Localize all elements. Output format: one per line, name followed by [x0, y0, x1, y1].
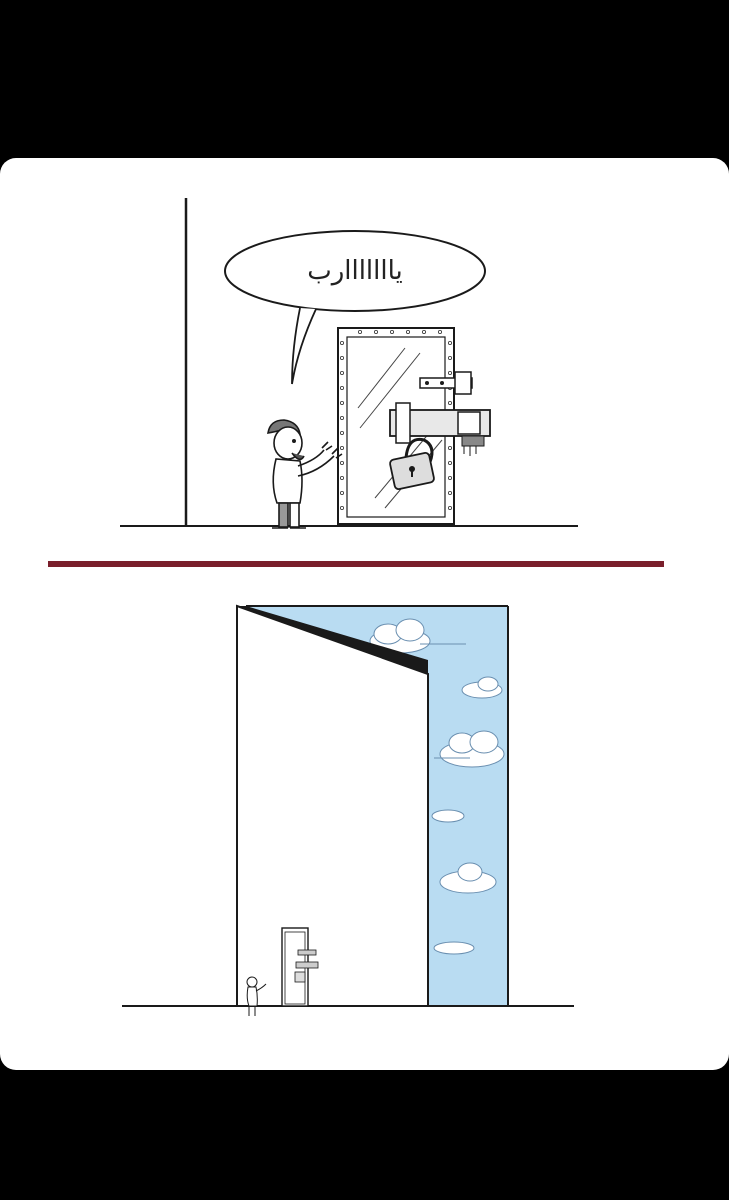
door-bolt-icon [419, 371, 473, 395]
speech-bubble: يااااااارب [224, 230, 486, 385]
door-latch-bar [389, 402, 491, 456]
locked-door [337, 327, 491, 525]
comic-illustration: يااااااارب [48, 198, 664, 1016]
speech-bubble-text: يااااااارب [307, 256, 403, 286]
small-person-praying [246, 976, 267, 1016]
giant-wall [236, 604, 429, 1007]
giant-wall-top-edge [237, 606, 428, 674]
padlock-icon [389, 437, 435, 490]
person-praying [267, 419, 343, 529]
bottom-panel [122, 604, 574, 1016]
panel-divider [48, 561, 664, 567]
speech-bubble-tail [291, 307, 317, 385]
top-panel: يااااااارب [120, 198, 578, 529]
comic-card: يااااااارب [0, 158, 729, 1070]
cloud-icon [369, 618, 505, 955]
small-locked-door [281, 927, 319, 1007]
